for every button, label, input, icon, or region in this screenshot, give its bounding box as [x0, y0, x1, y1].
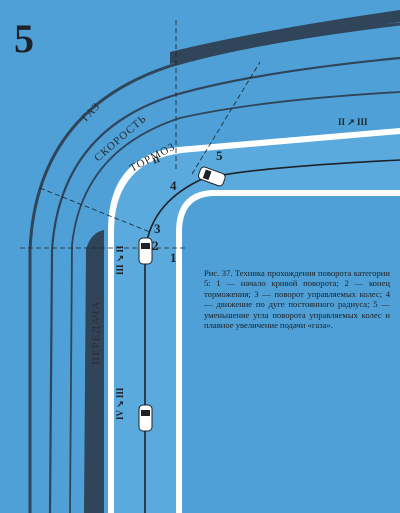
- reference-line-exit: [191, 61, 261, 175]
- gear-mark-lower-shift: IV ↘ III: [115, 387, 125, 420]
- speed-curve: [48, 56, 400, 513]
- gear-label: ПЕРЕДАЧА: [90, 301, 102, 365]
- gear-band: [84, 230, 104, 513]
- car-apex-icon: [138, 237, 153, 265]
- step-marker-2: 2: [152, 238, 159, 253]
- road-surface: [108, 128, 400, 513]
- category-number: 5: [14, 16, 34, 61]
- figure-caption: Рис. 37. Техника прохождения поворота ка…: [204, 268, 390, 331]
- car-entry-icon: [138, 404, 153, 432]
- step-marker-1: 1: [170, 250, 177, 265]
- step-marker-3: 3: [154, 221, 161, 236]
- reference-line-diagonal: [39, 187, 151, 233]
- car-exit-icon: [198, 166, 226, 187]
- gear-mark-brake-zone: II: [151, 154, 161, 166]
- brake-curve: [69, 91, 400, 513]
- step-marker-4: 4: [170, 178, 177, 193]
- step-marker-5: 5: [216, 148, 223, 163]
- road-lane: [114, 134, 400, 513]
- gas-band: [170, 10, 400, 64]
- gear-mark-entry-shift: III ↘ II: [115, 245, 125, 275]
- gear-mark-exit-shift: II ↗ III: [338, 117, 368, 127]
